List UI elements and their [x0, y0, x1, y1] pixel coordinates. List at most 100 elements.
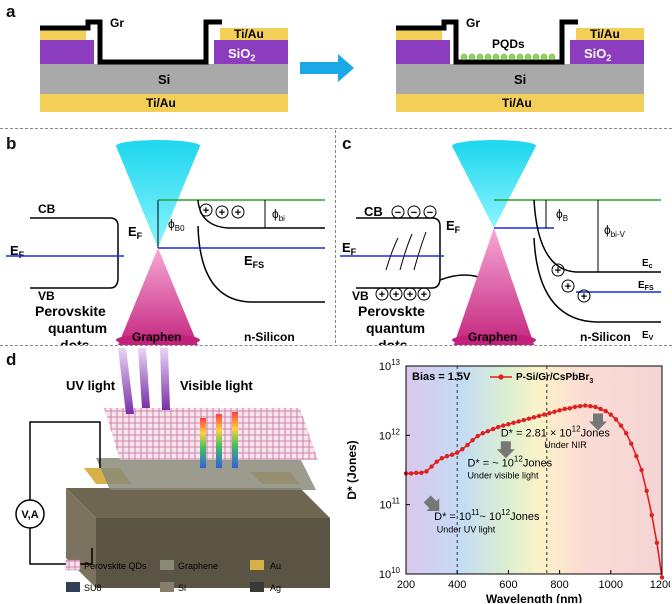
legend-label: P-Si/Gr/CsPbBr3 [516, 372, 593, 385]
data-point [485, 428, 491, 434]
x-tick-label: 1000 [599, 579, 623, 591]
b-ef-label: EF [10, 243, 25, 260]
svg-text:+: + [565, 281, 571, 293]
svg-text:−: − [427, 207, 433, 219]
data-point [449, 452, 455, 457]
data-point [654, 540, 660, 545]
c-phi-biv-label: ϕbi-V [604, 223, 626, 239]
data-point [424, 469, 429, 474]
data-point [608, 412, 613, 417]
uv-arrow [423, 495, 440, 512]
svg-text:+: + [407, 289, 413, 301]
panel-c-band-diagram: CB −−− VB ++++ EF EF ϕB ϕbi-V +++ Ec EFS… [340, 140, 661, 345]
data-point [603, 408, 608, 414]
svg-text:−: − [395, 207, 401, 219]
data-point [639, 467, 644, 473]
data-point [644, 488, 649, 493]
c-cb-label: CB [364, 204, 383, 219]
svg-text:−: − [411, 207, 417, 219]
data-point [490, 426, 496, 432]
c-perovskite-line1: Perovskte [358, 303, 425, 319]
svg-text:+: + [203, 205, 209, 217]
separator-middle [0, 345, 672, 346]
data-point [593, 404, 598, 410]
svg-text:+: + [219, 207, 225, 219]
nir-annotation: D* = 2.81 × 1012Jones [501, 425, 611, 440]
b-graphen-label: Graphen [132, 330, 181, 344]
data-point [598, 406, 603, 412]
tiau-top-label-after: Ti/Au [590, 27, 620, 41]
uv-condition: Under UV light [437, 524, 496, 534]
data-point [659, 575, 665, 580]
data-point [434, 459, 439, 464]
panel-a-label: a [6, 2, 16, 21]
c-vb-label: VB [352, 289, 369, 303]
c-ef2-label: EF [446, 218, 461, 235]
plot-frame [405, 365, 663, 575]
data-point [623, 431, 629, 436]
bias-label: Bias = 1.5V [412, 371, 471, 383]
data-point [414, 470, 419, 475]
c-nsilicon-label: n-Silicon [580, 330, 631, 344]
x-tick-label: 1200 [650, 579, 670, 591]
c-ec-label: Ec [642, 258, 653, 270]
data-point [511, 420, 516, 426]
data-point [542, 412, 547, 417]
visible-light-label: Visible light [180, 378, 253, 393]
data-point [521, 417, 526, 423]
legend-su8: SU8 [84, 583, 102, 593]
sio2-label-before: SiO2 [228, 46, 255, 63]
device-before [40, 19, 288, 112]
panel-d-label: d [6, 350, 17, 369]
data-point [547, 410, 552, 416]
data-point [526, 416, 532, 421]
data-point [588, 404, 593, 409]
data-point [613, 417, 619, 422]
data-point [444, 453, 450, 459]
b-phi-b0-label: ϕB0 [168, 217, 185, 233]
b-perovskite-line3: dots [60, 337, 90, 345]
device-after [396, 19, 644, 112]
data-point [506, 422, 511, 427]
data-point [572, 404, 578, 410]
data-point [557, 408, 562, 413]
gr-label-after: Gr [466, 16, 480, 30]
nir-condition: Under NIR [544, 440, 587, 450]
y-axis-label: D* (Jones) [345, 440, 359, 499]
sio2-label-after: SiO2 [584, 46, 611, 63]
panel-a-diagram: Gr Ti/Au SiO2 Si Ti/Au Gr PQDs Ti/Au SiO… [40, 16, 644, 112]
uv-light-label: UV light [66, 378, 116, 393]
legend-graphene: Graphene [178, 561, 218, 571]
c-graphen-label: Graphen [468, 330, 517, 344]
data-point [577, 404, 583, 409]
legend-pqd: Perovskite QDs [84, 561, 147, 571]
separator-vertical [335, 130, 336, 343]
data-point [583, 403, 588, 408]
data-point [629, 441, 634, 446]
x-axis-label: Wavelength (nm) [486, 592, 582, 603]
svg-text:+: + [235, 207, 241, 219]
data-point [495, 424, 501, 430]
legend-si: Si [178, 583, 186, 593]
meter-label: V,A [21, 509, 38, 521]
b-cb-label: CB [38, 202, 56, 216]
data-point [455, 450, 460, 455]
data-point [552, 409, 557, 414]
visible-annotation: D* = ~ 1012Jones [467, 455, 552, 470]
c-efs-label: EFS [638, 280, 654, 292]
x-tick-label: 800 [550, 579, 568, 591]
b-efs-label: EFS [244, 253, 264, 270]
data-point [531, 415, 537, 420]
data-point [618, 423, 624, 428]
plot-background [406, 366, 662, 574]
pqds-label: PQDs [492, 37, 525, 51]
b-nsilicon-label: n-Silicon [244, 330, 295, 344]
svg-text:+: + [393, 289, 399, 301]
svg-text:+: + [421, 289, 427, 301]
data-point [516, 419, 521, 424]
separator-top [0, 128, 672, 129]
data-point [408, 471, 414, 476]
data-point [536, 413, 542, 419]
data-point [649, 512, 654, 518]
gr-label-before: Gr [110, 16, 124, 30]
